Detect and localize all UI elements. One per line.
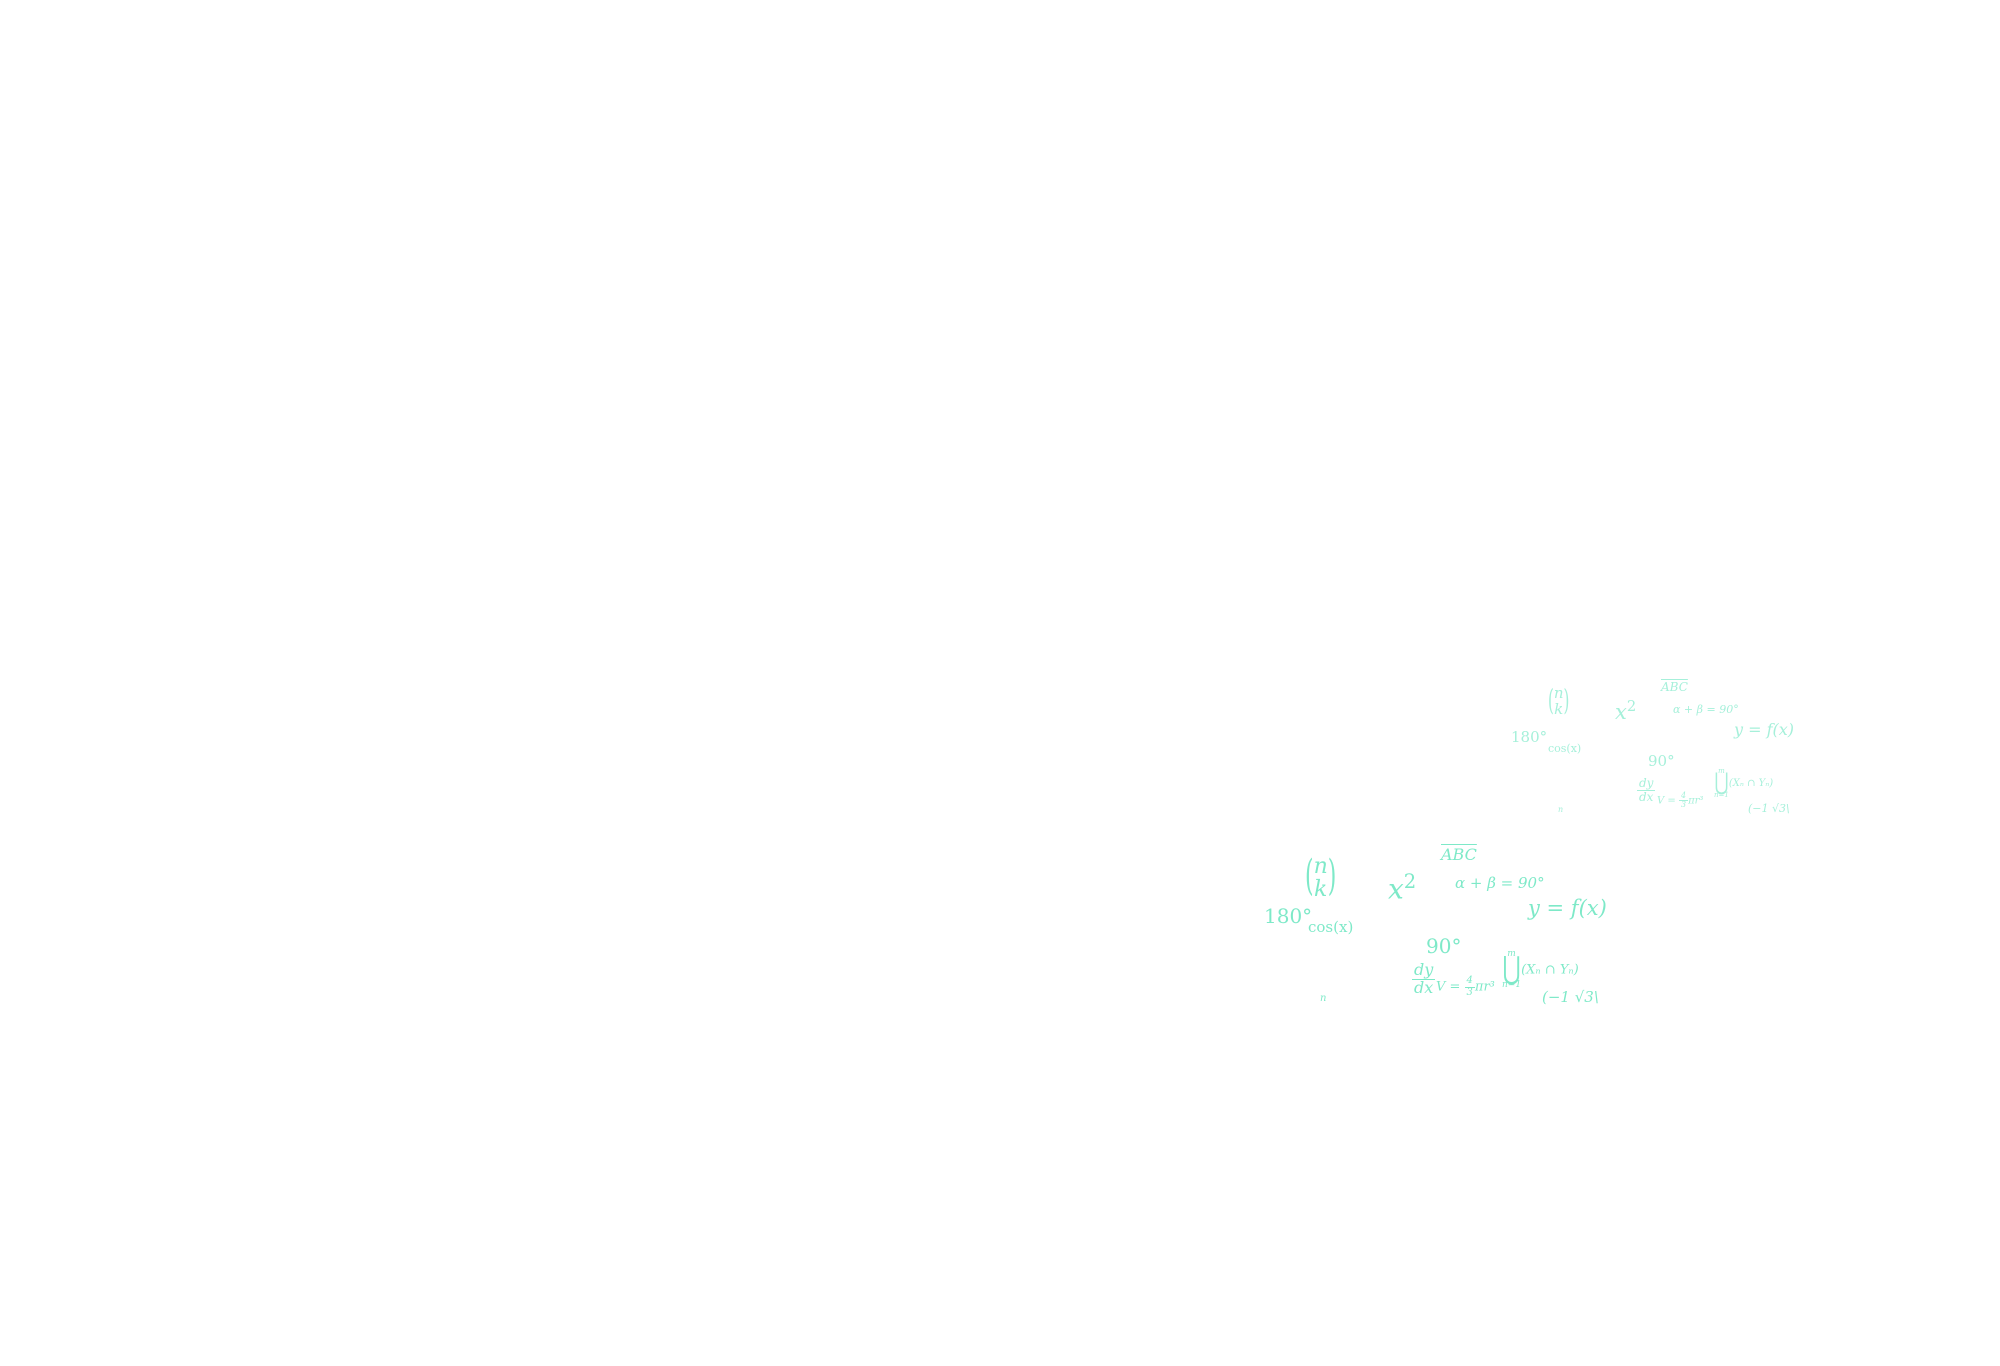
cosine: cos(x) — [1308, 918, 1354, 936]
lone-n: n — [1320, 993, 1327, 1004]
angle-90: 90° — [1648, 752, 1675, 770]
cosine: cos(x) — [1548, 742, 1582, 755]
angle-180: 180° — [1264, 904, 1313, 928]
angle-sum: α + β = 90° — [1455, 874, 1545, 892]
angle-180: 180° — [1511, 728, 1548, 746]
overline-abc: ABC — [1441, 845, 1477, 864]
union-expression: m⋃n=1(Xₙ ∩ Yₙ) — [1714, 767, 1774, 799]
x-squared: x2 — [1388, 870, 1417, 906]
union-expression: m⋃n=1(Xₙ ∩ Yₙ) — [1502, 949, 1579, 990]
matrix-fragment: (−1 √3\ — [1748, 802, 1790, 815]
x-squared: x2 — [1615, 698, 1637, 724]
matrix-fragment: (−1 √3\ — [1542, 988, 1599, 1006]
lone-n: n — [1558, 805, 1564, 814]
function-y: y = f(x) — [1528, 896, 1607, 920]
angle-90: 90° — [1426, 934, 1462, 958]
overline-abc: ABC — [1661, 680, 1688, 694]
angle-sum: α + β = 90° — [1673, 703, 1739, 716]
function-y: y = f(x) — [1734, 720, 1795, 739]
